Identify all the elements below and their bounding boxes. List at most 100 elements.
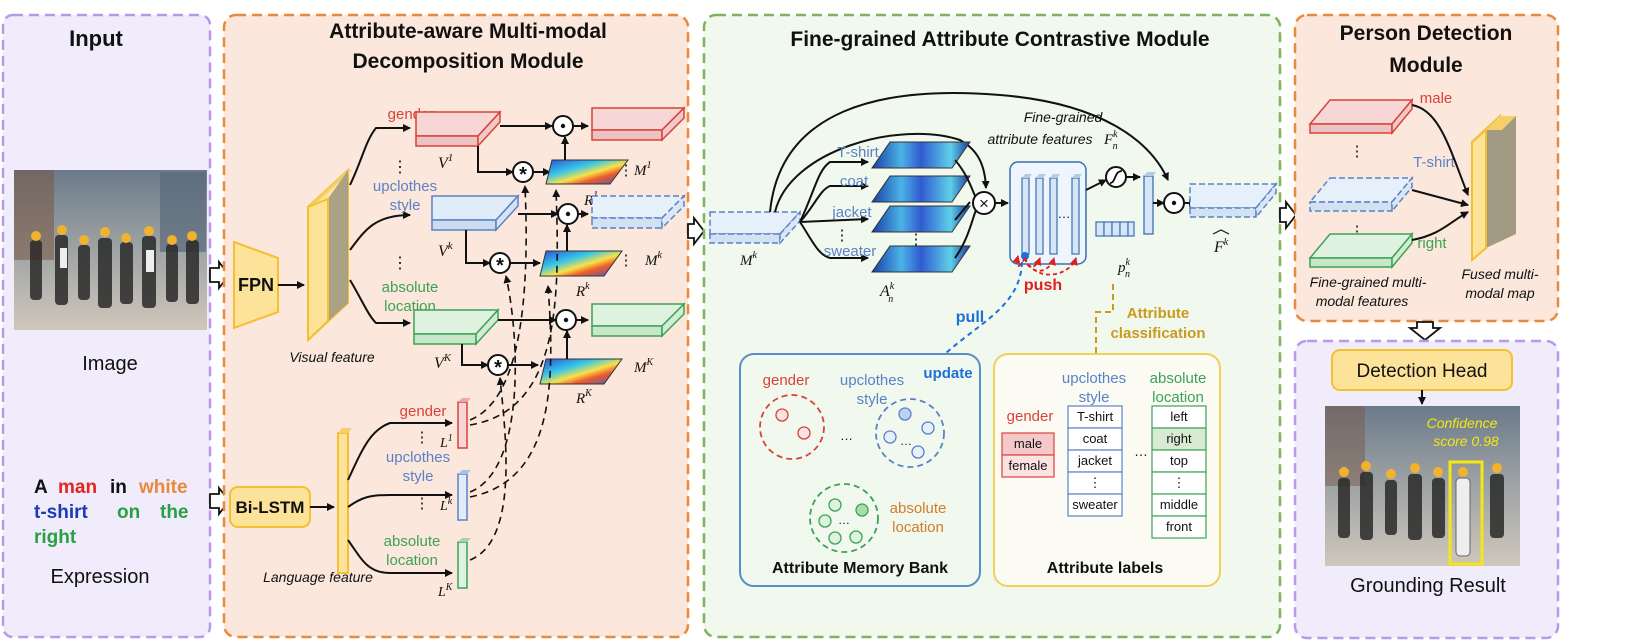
r-to-dot xyxy=(561,136,571,359)
skip-arcs xyxy=(769,92,1169,213)
pull-label: pull xyxy=(956,309,984,326)
label-cell-text: T-shirt xyxy=(1077,409,1114,424)
language-feature-label: Language feature xyxy=(263,569,373,585)
expr-word-a: A xyxy=(34,477,48,498)
expr-word-tshirt: t-shirt xyxy=(34,502,89,523)
labels-upclothes-2: style xyxy=(1079,389,1110,406)
detection-head-label: Detection Head xyxy=(1357,361,1488,382)
mb-absolute-1: absolute xyxy=(890,500,947,517)
attr-class-2: classification xyxy=(1110,325,1205,342)
mK-slab xyxy=(591,302,686,338)
svg-text:…: … xyxy=(900,434,912,448)
push-arrows xyxy=(1012,255,1078,276)
sigmoid-op xyxy=(1105,166,1127,188)
label-cell-text: right xyxy=(1166,431,1192,446)
branch-dots-1: ⋮ xyxy=(392,159,408,176)
label-cell-text: front xyxy=(1166,519,1192,534)
detection-title-2: Module xyxy=(1389,54,1463,77)
rK-heatmap xyxy=(539,358,623,385)
attr-coat: coat xyxy=(840,173,869,190)
ank-dots: ⋮ xyxy=(909,231,924,248)
lang-upclothes-1: upclothes xyxy=(386,449,450,466)
decomp-to-contrast-arrow xyxy=(687,215,706,247)
fhat-hat xyxy=(1212,229,1230,235)
vk-symbol: Vk xyxy=(438,240,454,260)
m1-symbol: M1 xyxy=(633,160,652,179)
label-cell-text: female xyxy=(1008,458,1047,473)
attr-tshirt: T-shirt xyxy=(837,144,880,161)
language-feature-bar xyxy=(337,428,352,574)
branch-absolute-1: absolute xyxy=(382,279,439,296)
branch-upclothes-2: style xyxy=(390,197,421,214)
label-cell-text: jacket xyxy=(1077,453,1112,468)
attribute-memory-bank: Attribute Memory Bank gender … upclothes… xyxy=(739,353,981,587)
label-cell-text: top xyxy=(1170,453,1188,468)
mb-upclothes-1: upclothes xyxy=(840,372,904,389)
fg-label-2: attribute features xyxy=(987,131,1092,147)
lk-symbol: Lk xyxy=(439,496,453,514)
branch-dots-2: ⋮ xyxy=(392,255,408,272)
detection-down-arrow xyxy=(1407,321,1443,342)
gender-table: male female xyxy=(1001,432,1055,478)
grounding-result-label: Grounding Result xyxy=(1350,575,1506,597)
dot-op-K xyxy=(555,309,577,331)
dot-op-1 xyxy=(552,115,574,137)
expression-label: Expression xyxy=(51,566,150,588)
label-cell-text: coat xyxy=(1083,431,1108,446)
label-cell xyxy=(1151,515,1207,539)
svg-text:…: … xyxy=(838,513,850,527)
label-cell-text: ⋮ xyxy=(1089,475,1102,490)
push-label: push xyxy=(1024,277,1062,294)
expr-word-right: right xyxy=(34,527,77,548)
labels-absolute-2: location xyxy=(1152,389,1204,406)
expr-word-on: on xyxy=(117,502,140,523)
vK-symbol: VK xyxy=(434,352,452,372)
svg-text:*: * xyxy=(519,164,527,186)
lang-absolute-2: location xyxy=(386,552,438,569)
label-cell-text: male xyxy=(1014,436,1042,451)
m-dots-1: ⋮ xyxy=(619,162,634,179)
l1-symbol: L1 xyxy=(439,433,453,451)
label-cell-text: ⋮ xyxy=(1173,475,1186,490)
det-fuse-arrows xyxy=(1411,104,1470,241)
lang-gender: gender xyxy=(400,403,447,420)
label-cell-text: left xyxy=(1170,409,1188,424)
confidence-1: Confidence xyxy=(1427,415,1498,431)
lang-absolute-1: absolute xyxy=(384,533,441,550)
attr-sweater: sweater xyxy=(824,243,877,260)
mb-absolute-2: location xyxy=(892,519,944,536)
svg-text:…: … xyxy=(840,428,853,443)
vk-slab xyxy=(431,194,520,232)
image-label: Image xyxy=(82,353,138,375)
pnk-vector xyxy=(1095,221,1135,237)
input-panel: Input Image A man in w xyxy=(1,13,212,639)
rk-heatmap xyxy=(539,250,623,277)
vK-slab xyxy=(413,308,500,346)
v-to-ops xyxy=(461,122,559,369)
contrast-to-detection-arrow xyxy=(1279,199,1298,231)
mk-symbol: Mk xyxy=(644,250,663,269)
fg-features-1: Fine-grained multi- xyxy=(1310,274,1427,290)
attr-jacket: jacket xyxy=(831,204,872,221)
decomposition-module: Attribute-aware Multi-modal Decompositio… xyxy=(222,13,690,639)
lang-upclothes-2: style xyxy=(403,468,434,485)
contrast-mk-symbol: Mk xyxy=(739,250,758,269)
det-tshirt-label: T-shirt xyxy=(1413,154,1456,171)
det-male-label: male xyxy=(1420,90,1453,107)
visual-feature-block xyxy=(307,167,352,343)
attr-dots: ⋮ xyxy=(835,227,850,244)
fine-grained-feature-box: … xyxy=(1009,161,1087,265)
memory-bank-title: Attribute Memory Bank xyxy=(772,560,948,577)
detection-title-1: Person Detection xyxy=(1340,22,1513,45)
attr-class-arrow xyxy=(1092,284,1114,373)
decomp-title-1: Attribute-aware Multi-modal xyxy=(329,20,607,43)
expr-word-man: man xyxy=(58,477,97,498)
label-cell xyxy=(1067,493,1123,517)
rk-symbol: Rk xyxy=(575,281,590,300)
detection-head-block: Detection Head xyxy=(1331,349,1513,391)
expr-word-the: the xyxy=(160,502,189,523)
rK-symbol: RK xyxy=(575,388,593,407)
labels-absolute-1: absolute xyxy=(1150,370,1207,387)
